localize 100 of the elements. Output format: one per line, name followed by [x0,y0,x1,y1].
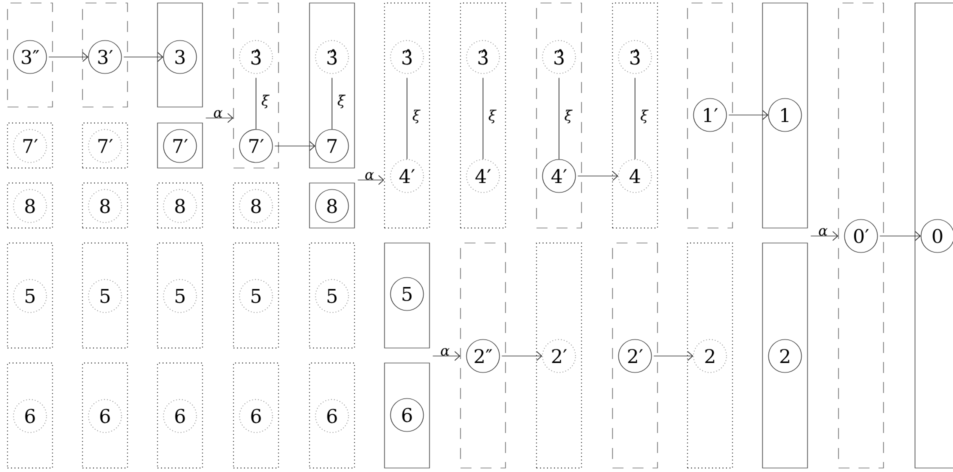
frame-box [233,2,279,168]
frame-box [7,182,53,228]
circle-node: 3′ [88,40,122,74]
circle-node: 8 [163,189,197,223]
edge-label: ξ [564,110,573,124]
edge-label: ξ [412,110,421,124]
frame-box [82,2,128,108]
circle-node: 6 [390,398,424,432]
frame-box [384,362,430,468]
circle-node: 2′ [542,339,576,373]
frame-box [157,2,203,108]
circle-node: 8 [239,189,273,223]
frame-box [82,182,128,228]
circle-node: 4 [618,159,652,193]
circle-node: 3̂ [618,40,652,74]
circle-node: 7′ [88,129,122,163]
circle-node: 5 [88,279,122,313]
circle-node: 3̂ [466,40,500,74]
frame-box [7,122,53,168]
frame-box [7,2,53,108]
circle-node: 3″ [13,40,47,74]
circle-node: 2″ [466,339,500,373]
circle-node: 3 [163,40,197,74]
frame-box [309,362,355,468]
circle-node: 4′ [542,159,576,193]
edge-label: α [365,172,374,180]
circle-node: 7′ [13,129,47,163]
frame-box [82,242,128,348]
arrow [206,113,234,123]
frame-box [7,362,53,468]
circle-node: 5 [13,279,47,313]
circle-node: 5 [315,279,349,313]
frame-box [762,2,808,228]
circle-node: 5 [390,277,424,311]
circle-node: 2 [768,339,802,373]
frame-box [612,2,658,228]
circle-node: 5 [239,279,273,313]
frame-box [82,122,128,168]
arrow [728,110,768,120]
circle-node: 1′ [693,98,727,132]
frame-box [460,2,506,228]
frame-box [157,242,203,348]
arrow [810,231,838,241]
edge-label: ξ [262,94,270,108]
circle-node: 3̂ [315,40,349,74]
connector-line [406,78,408,160]
arrow [654,351,694,361]
arrow [432,351,460,361]
circle-node: 6 [315,399,349,433]
circle-node: 7′ [163,129,197,163]
circle-node: 4′ [466,159,500,193]
frame-box [233,242,279,348]
frame-box [309,242,355,348]
circle-node: 7 [315,129,349,163]
edge-label: α [214,110,222,118]
circle-node: 3̂ [239,40,273,74]
arrow [48,52,88,62]
arrow [880,231,921,241]
frame-box [157,182,203,228]
arrow [124,52,164,62]
frame-box [157,362,203,468]
connector-line [558,78,560,160]
connector-line [634,78,636,160]
circle-node: 0′ [844,219,878,253]
frame-box [7,242,53,348]
frame-box [762,242,808,468]
frame-box [309,2,355,168]
circle-node: 1 [768,98,802,132]
frame-box [460,242,506,468]
circle-node: 8 [13,189,47,223]
edge-label: ξ [338,94,346,108]
frame-box [82,362,128,468]
frame-box [536,242,582,468]
circle-node: 8 [88,189,122,223]
frame-box [612,242,658,468]
edge-label: ξ [488,110,497,124]
circle-node: 6 [88,399,122,433]
circle-node: 2 [693,339,727,373]
connector-line [482,78,484,160]
circle-node: 6 [163,399,197,433]
frame-box [384,242,430,348]
circle-node: 5 [163,279,197,313]
arrow [358,175,384,185]
circle-node: 3̂ [390,40,424,74]
arrow [578,171,618,181]
frame-box [687,2,733,228]
frame-box [309,182,355,228]
edge-label: ξ [640,110,649,124]
frame-box [384,2,430,228]
circle-node: 8 [315,189,349,223]
edge-label: α [818,228,828,236]
circle-node: 6 [13,399,47,433]
frame-box [157,122,203,168]
circle-node: 4′ [390,159,424,193]
circle-node: 3̂ [542,40,576,74]
frame-box [233,362,279,468]
arrow [274,141,316,151]
circle-node: 6 [239,399,273,433]
edge-label: α [440,348,450,356]
frame-box [838,2,884,468]
